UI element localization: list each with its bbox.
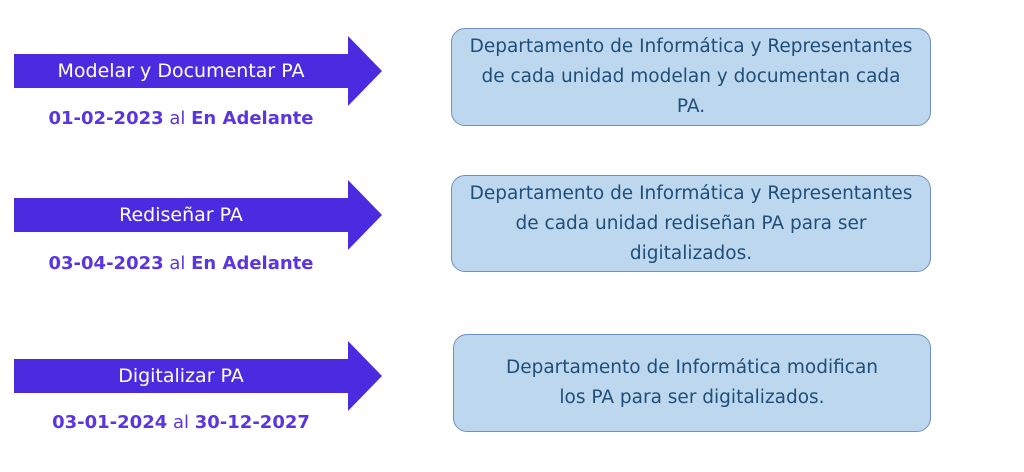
arrow-icon xyxy=(14,180,382,250)
start-date: 01-02-2023 xyxy=(48,108,164,129)
description-box: Departamento de Informática y Representa… xyxy=(451,28,931,126)
date-range: 01-02-2023 al En Adelante xyxy=(14,108,348,129)
arrow-label: Rediseñar PA xyxy=(119,204,243,226)
connector: al xyxy=(172,412,190,433)
connector: al xyxy=(169,108,186,129)
date-range: 03-01-2024 al 30-12-2027 xyxy=(14,412,348,433)
arrow-shape: Digitalizar PA xyxy=(14,341,384,411)
start-date: 03-04-2023 xyxy=(48,253,164,274)
arrow-label: Modelar y Documentar PA xyxy=(57,60,305,82)
end-date: En Adelante xyxy=(191,108,314,129)
arrow-icon xyxy=(14,341,382,411)
arrow-shape: Modelar y Documentar PA xyxy=(14,36,384,106)
arrow-label: Digitalizar PA xyxy=(118,365,244,387)
start-date: 03-01-2024 xyxy=(52,412,168,433)
arrow-shape: Rediseñar PA xyxy=(14,180,384,250)
connector: al xyxy=(169,253,186,274)
description-box: Departamento de Informática modifican lo… xyxy=(453,334,931,432)
end-date: En Adelante xyxy=(191,253,314,274)
description-box: Departamento de Informática y Representa… xyxy=(451,175,931,272)
end-date: 30-12-2027 xyxy=(194,412,310,433)
arrow-icon xyxy=(14,36,382,106)
date-range: 03-04-2023 al En Adelante xyxy=(14,253,348,274)
